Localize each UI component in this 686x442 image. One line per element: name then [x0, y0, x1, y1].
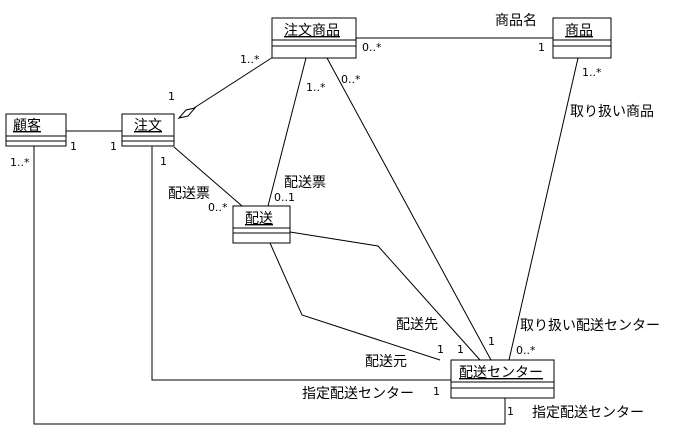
assoc-order-center [151, 146, 451, 381]
class-customer[interactable]: 顧客 [5, 113, 67, 147]
mult-customer-order-customer: 1 [70, 140, 77, 153]
class-order-name: 注文 [134, 118, 162, 134]
role-handled-products: 取り扱い商品 [570, 104, 654, 120]
class-delivery-center-name: 配送センター [459, 365, 543, 381]
mult-order-orderitem-order: 1 [168, 90, 175, 103]
mult-customer-order-order: 1 [110, 140, 117, 153]
mult-customer-center-center: 1 [507, 405, 514, 418]
assoc-order-orderitem [193, 49, 285, 109]
class-delivery-center[interactable]: 配送センター [450, 359, 555, 399]
assoc-delivery-center-from [269, 242, 441, 361]
mult-product-center-product: 1..* [582, 66, 602, 79]
mult-delivery-from-center: 1 [437, 343, 444, 356]
assoc-order-delivery [173, 146, 243, 207]
mult-customer-center-customer: 1..* [10, 156, 30, 169]
class-product[interactable]: 商品 [552, 17, 612, 59]
assoc-delivery-center-to [289, 231, 481, 361]
role-product-name: 商品名 [495, 13, 537, 29]
mult-orderitem-delivery-item: 1..* [306, 81, 326, 94]
class-order-item-name: 注文商品 [284, 23, 340, 39]
role-origin: 配送元 [365, 354, 407, 370]
mult-orderitem-center-item: 0..* [341, 73, 361, 86]
class-delivery[interactable]: 配送 [232, 205, 291, 244]
class-order-item[interactable]: 注文商品 [271, 17, 357, 59]
role-designated-center-customer: 指定配送センター [532, 405, 644, 421]
class-order[interactable]: 注文 [121, 113, 175, 147]
aggregation-diamond [177, 107, 197, 119]
role-delivery-slip-order: 配送票 [168, 186, 210, 202]
assoc-orderitem-delivery [267, 57, 307, 207]
class-product-name: 商品 [565, 23, 593, 39]
role-designated-center-order: 指定配送センター [302, 386, 414, 402]
role-destination: 配送先 [396, 317, 438, 333]
assoc-customer-center [33, 146, 506, 425]
mult-orderitem-delivery-delivery: 0..1 [274, 191, 295, 204]
class-delivery-name: 配送 [245, 211, 273, 227]
mult-delivery-to-center: 1 [457, 343, 464, 356]
role-handling-center: 取り扱い配送センター [520, 318, 660, 334]
mult-order-delivery-delivery: 0..* [208, 201, 228, 214]
assoc-product-center [508, 57, 579, 361]
role-delivery-slip-item: 配送票 [284, 175, 326, 191]
class-customer-name: 顧客 [13, 117, 41, 134]
mult-orderitem-product-item: 0..* [362, 41, 382, 54]
mult-order-delivery-order: 1 [160, 155, 167, 168]
mult-order-orderitem-item: 1..* [240, 53, 260, 66]
mult-orderitem-product-product: 1 [538, 41, 545, 54]
assoc-orderitem-center [326, 57, 492, 361]
mult-orderitem-center-center: 1 [488, 335, 495, 348]
mult-order-center-center: 1 [433, 385, 440, 398]
mult-product-center-center: 0..* [516, 344, 536, 357]
